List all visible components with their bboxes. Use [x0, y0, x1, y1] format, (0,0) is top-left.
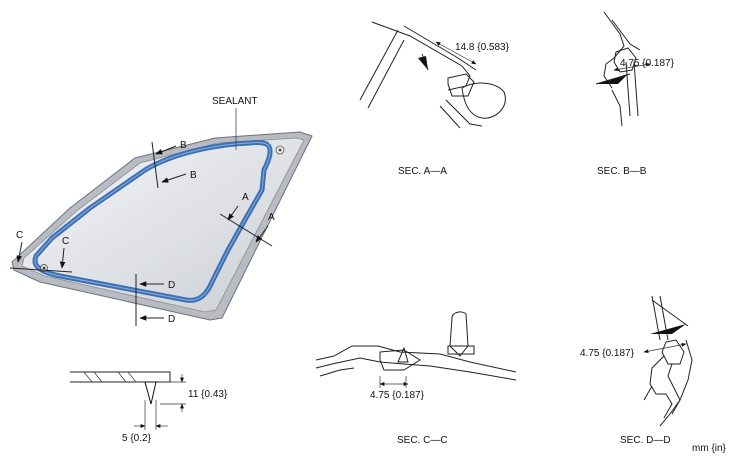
cut-line-a: A A [219, 192, 275, 247]
cut-b-label-1: B [180, 140, 187, 151]
cut-c-label-2: C [62, 236, 69, 247]
sec-aa-dimension: 14.8 {0.583} [455, 42, 510, 53]
units-note: mm {in} [692, 443, 727, 454]
cut-d-label-1: D [168, 280, 175, 291]
bead-height-dimension: 11 {0.43} [188, 389, 228, 400]
cut-line-c: C C [9, 230, 73, 273]
cut-line-d: D D [135, 274, 175, 326]
section-bb-drawing: 4.75 {0.187} [595, 11, 675, 127]
bead-width-dimension: 5 {0.2} [122, 433, 152, 444]
sec-dd-dimension: 4.75 {0.187} [580, 348, 635, 359]
sec-bb-title: SEC. B—B [597, 166, 647, 177]
sealant-label: SEALANT [212, 96, 258, 107]
section-dd-drawing: 4.75 {0.187} [580, 295, 693, 427]
quarter-glass [11, 131, 313, 321]
cut-a-label-2: A [268, 212, 275, 223]
bead-detail: 11 {0.43} 5 {0.2} [70, 371, 228, 444]
section-cc-drawing: 4.75 {0.187} [315, 311, 517, 401]
glass-pane [21, 137, 305, 313]
sec-cc-title: SEC. C—C [397, 435, 448, 446]
cut-line-b: B B [151, 140, 197, 189]
cut-c-label-1: C [16, 230, 23, 241]
sec-aa-title: SEC. A—A [398, 166, 447, 177]
section-aa-drawing: 14.8 {0.583} [359, 21, 510, 129]
cut-b-label-2: B [190, 170, 197, 181]
sec-bb-dimension: 4.75 {0.187} [620, 58, 675, 69]
sec-cc-dimension: 4.75 {0.187} [370, 390, 425, 401]
sec-dd-title: SEC. D—D [620, 435, 671, 446]
cut-d-label-2: D [168, 314, 175, 325]
cut-a-label-1: A [242, 192, 249, 203]
